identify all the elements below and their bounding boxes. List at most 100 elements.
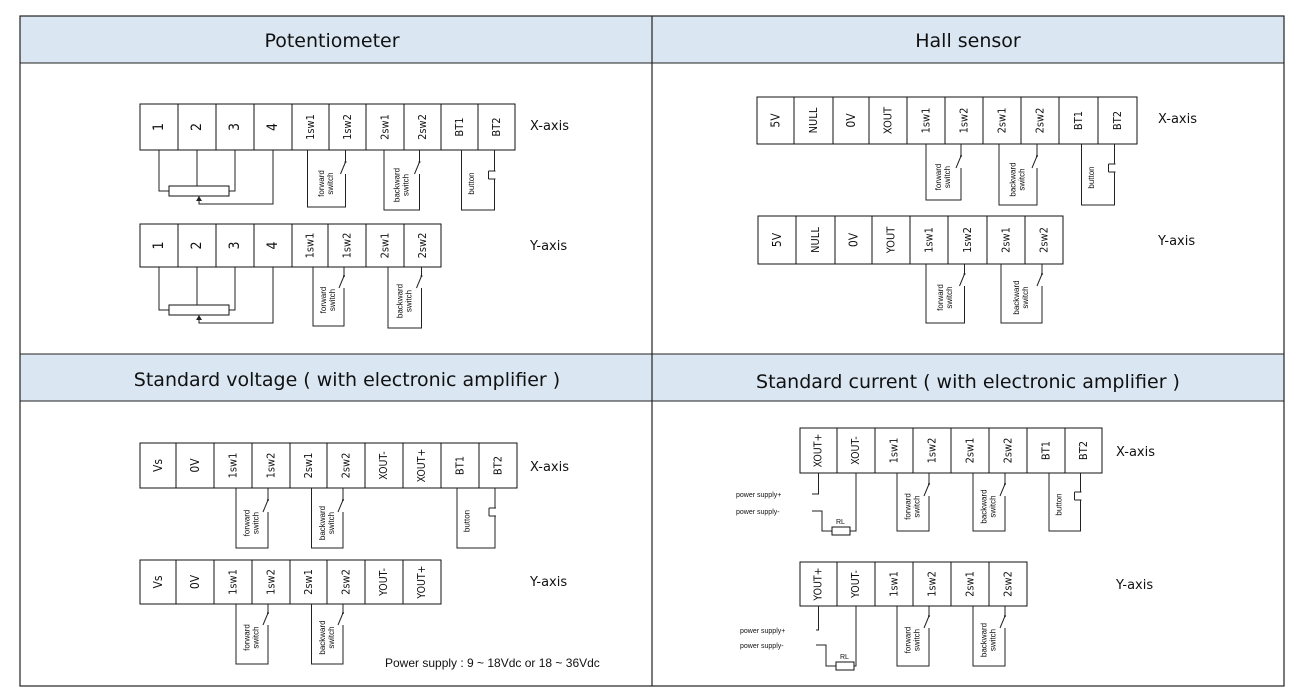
hall-x-fwd-switch-label: switch: [943, 166, 952, 188]
volt-x-terminal-label: 1sw2: [265, 453, 278, 479]
volt-y-terminal-label: 1sw1: [227, 569, 240, 595]
hall-y-fwd-switch-label: switch: [945, 286, 954, 308]
hall-y-terminal-label: 5V: [770, 232, 784, 247]
volt-x-terminal-label: XOUT+: [416, 449, 428, 483]
pot-y-terminal-label: 1sw1: [304, 233, 317, 259]
cur-x-terminal-cell: [1064, 427, 1103, 474]
pot-x-terminal-label: 2sw1: [379, 114, 392, 140]
hall-x-btn-button-symbol: [1108, 163, 1116, 173]
cur-x-bwd-switch-box: [972, 478, 1006, 532]
hall-y-terminal-label: 2sw2: [1038, 227, 1051, 253]
volt-x-terminal-cell: [175, 442, 215, 489]
hall-y-fwd-switch-contact: [959, 273, 965, 287]
pot-x-terminal-label: BT2: [490, 117, 503, 136]
volt-y-terminal-label: 2sw1: [302, 569, 315, 595]
hall-x-bwd-switch-dot: [1036, 155, 1038, 157]
volt-x-terminal-cell: [251, 442, 291, 489]
volt-x-btn-button-wire: [456, 488, 496, 549]
hall-x-terminal-cell: [982, 96, 1022, 145]
volt-x-fwd-switch-label: switch: [252, 512, 261, 534]
power-supply-note: Power supply : 9 ~ 18Vdc or 18 ~ 36Vdc: [385, 656, 600, 670]
hall-x-terminal-label: 2sw1: [996, 108, 1009, 134]
hall-y-axis-label: Y-axis: [1157, 234, 1195, 249]
hall-y-terminal-cell: [986, 215, 1026, 265]
cur-x-terminal-label: 1sw2: [926, 438, 939, 464]
hall-x-btn-button-label: button: [1087, 166, 1096, 188]
volt-x-terminal-cell: [139, 442, 177, 489]
volt-y-fwd-switch-label: forward: [243, 624, 252, 651]
pot-y-fwd-switch-label: forward: [319, 287, 328, 314]
pot-y-bwd-switch-contact: [416, 275, 422, 289]
pot-x-fwd-switch-box: [307, 156, 346, 208]
cur-y-terminal-label: 1sw2: [926, 571, 939, 597]
pot-y-terminal-cell: [291, 223, 329, 268]
cur-y-fwd-switch-label: forward: [904, 627, 913, 654]
pot-x-terminal-cell: [477, 103, 516, 151]
pot-x-terminal-label: 4: [265, 123, 281, 131]
volt-y-terminal-cell: [402, 559, 442, 605]
cur-y-supply-minus-label: power supply-: [740, 643, 784, 650]
volt-x-fwd-switch-dot: [267, 499, 269, 501]
hall-x-terminal-label: 2sw2: [1034, 108, 1047, 134]
hall-x-fwd-switch-label: forward: [934, 164, 943, 191]
pot-x-potentiometer-resistor: [168, 185, 230, 197]
volt-x-bwd-switch-label: backward: [318, 506, 327, 540]
cur-x-bwd-switch-label: backward: [980, 489, 989, 523]
pot-x-terminal-label: 1sw1: [304, 114, 317, 140]
cur-y-terminal-cell: [988, 561, 1028, 607]
cur-x-fwd-switch-label: forward: [904, 493, 913, 520]
hall-y-terminal-label: 2sw1: [1000, 227, 1013, 253]
hall-y-terminal-label: 1sw2: [961, 227, 974, 253]
pot-x-terminal-cell: [139, 103, 179, 151]
hall-x-terminal-cell: [1020, 96, 1060, 145]
volt-y-fwd-switch-dot: [267, 612, 269, 614]
volt-y-terminal-label: Vs: [151, 575, 165, 588]
pot-x-fwd-switch-dot: [344, 161, 347, 163]
hall-x-terminal-cell: [756, 96, 795, 145]
hall-y-terminal-label: 1sw1: [923, 227, 936, 253]
cur-y-terminal-cell: [799, 561, 838, 607]
volt-y-terminal-label: YOUT-: [378, 568, 390, 597]
pot-x-terminal-label: 2sw2: [416, 114, 429, 140]
volt-x-bwd-switch-box: [311, 494, 344, 549]
cur-y-load-wire: [854, 606, 857, 667]
hall-y-fwd-switch-dot: [963, 273, 966, 275]
volt-y-terminal-label: 1sw2: [265, 569, 278, 595]
cur-x-terminal-cell: [836, 427, 876, 474]
volt-y-terminal-cell: [289, 559, 328, 605]
volt-x-terminal-label: XOUT-: [378, 451, 390, 479]
standard-voltage-title: Standard voltage ( with electronic ampli…: [134, 369, 560, 391]
hall-y-fwd-switch-label: forward: [936, 284, 945, 311]
pot-x-terminal-label: 3: [227, 123, 243, 131]
hall-x-bwd-switch-box: [998, 150, 1038, 206]
volt-x-fwd-switch-contact: [262, 499, 269, 513]
cur-x-terminal-label: BT2: [1077, 441, 1090, 460]
volt-y-terminal-label: 2sw2: [340, 569, 353, 595]
cur-y-supply-wire: [816, 606, 819, 631]
cur-x-supply-wire: [812, 473, 819, 495]
pot-y-pot-wire: [158, 267, 169, 311]
hall-y-terminal-cell: [795, 215, 836, 265]
cur-x-terminal-label: XOUT-: [850, 436, 862, 464]
cur-x-fwd-switch-box: [896, 478, 930, 532]
pot-y-terminal-label: 2sw1: [379, 233, 392, 259]
cur-y-terminal-cell: [874, 561, 914, 607]
cur-x-terminal-label: 2sw1: [964, 438, 977, 464]
hall-x-fwd-switch-dot: [960, 155, 962, 157]
pot-y-bwd-switch-dot: [420, 275, 423, 277]
volt-y-terminal-cell: [175, 559, 215, 605]
hall-x-bwd-switch-label: switch: [1018, 168, 1027, 190]
pot-x-bwd-switch-label: backward: [392, 168, 401, 202]
cur-y-terminal-label: 2sw2: [1002, 571, 1015, 597]
voltage-x-axis-label: X-axis: [530, 460, 569, 475]
volt-x-fwd-switch-label: forward: [243, 510, 252, 537]
volt-y-bwd-switch-dot: [342, 612, 344, 614]
volt-x-terminal-label: 2sw1: [302, 453, 315, 479]
hall-x-terminal-label: 1sw2: [958, 108, 971, 134]
pot-y-terminal-cell: [215, 223, 255, 268]
volt-x-terminal-label: 1sw1: [227, 453, 240, 479]
cur-x-terminal-cell: [988, 427, 1028, 474]
pot-x-fwd-switch-contact: [340, 161, 346, 175]
cur-x-terminal-cell: [950, 427, 990, 474]
